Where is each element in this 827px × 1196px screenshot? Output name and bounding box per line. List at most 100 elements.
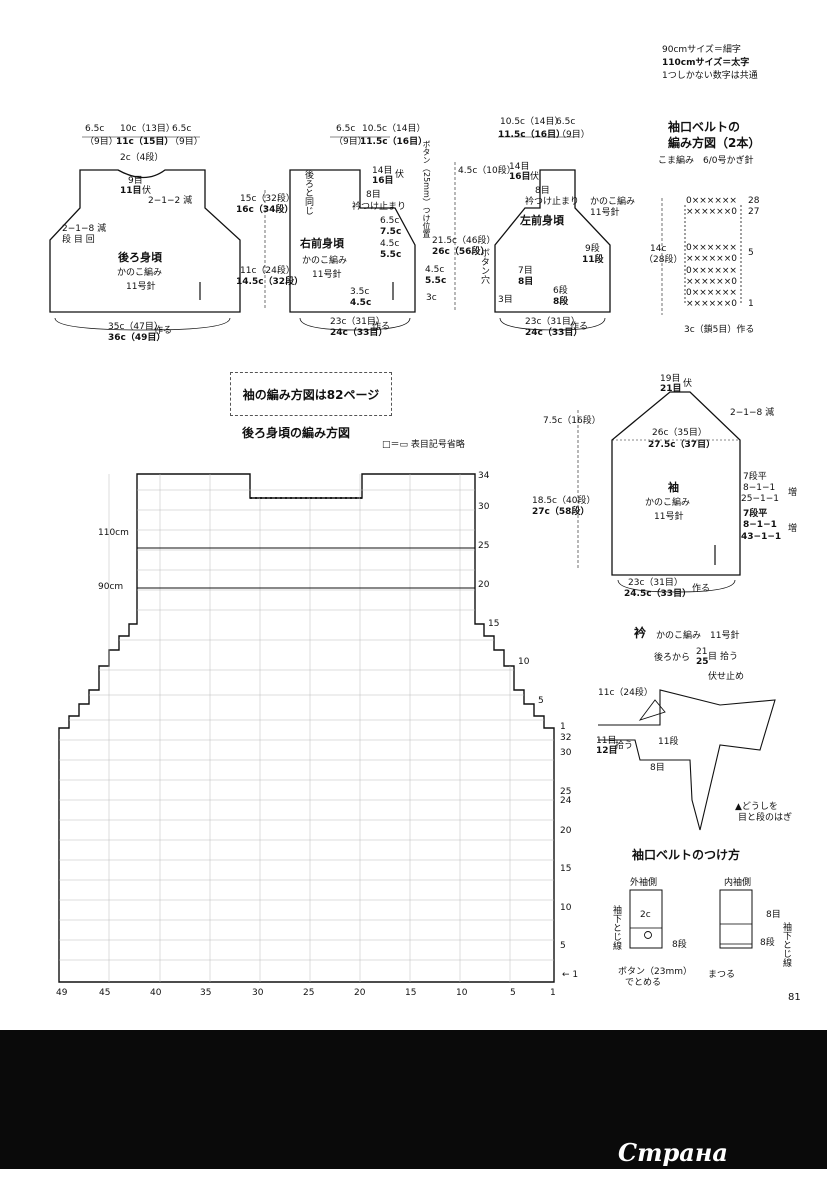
rf-needle: 11号針 [312, 270, 342, 280]
rf-shoulder-b: 16目 [372, 176, 394, 186]
lf-sts3: 3目 [498, 295, 513, 305]
row-arrow-1: ← 1 [562, 970, 579, 980]
back-top-right: 6.5c [172, 124, 192, 134]
back-stitch: かのこ編み [117, 268, 163, 278]
back-dec-arm: 2−1−8 減 [62, 224, 107, 234]
collar-note-1: ▲どうしを [735, 802, 778, 812]
col-label-45: 45 [99, 988, 111, 998]
collar-side-word: 拾う [615, 741, 634, 751]
cuff-row-8: ××××××0 [686, 299, 737, 309]
cuff-row-7: 0×××××× [686, 288, 737, 298]
cuff-row-2: ××××××0 [686, 207, 737, 217]
rf-d4: 3.5c [350, 287, 370, 297]
main-chart-title: 後ろ身頃の編み方図 [242, 426, 351, 440]
col-label-5: 5 [510, 988, 516, 998]
lf-rows11: 11段 [582, 255, 604, 265]
rf-d3: 4.5c [425, 265, 445, 275]
main-chart-legend: □＝▭ 表目記号省略 [382, 440, 465, 450]
back-make: 作る [154, 326, 173, 336]
collar-pick: 後ろから [654, 653, 691, 663]
sleeve-bind: 伏 [683, 379, 693, 389]
collar-bind: 伏せ止め [708, 672, 745, 682]
cuff-inner: 内袖側 [724, 878, 752, 888]
col-label-30: 30 [252, 988, 264, 998]
back-neck-sts: 9目 [128, 176, 143, 186]
watermark-logo: Страна Мам.ру [618, 1138, 728, 1196]
lf-bind: 伏 [530, 172, 540, 182]
collar-pick-n-b: 25 [696, 657, 709, 667]
back-neck-rows: 2c（4段） [120, 153, 164, 163]
rf-bottom: 23c（31目） [330, 317, 385, 327]
legend-line-90: 90cmサイズ＝細字 [662, 45, 741, 55]
sleeve-bottom-b: 24.5c（33目） [624, 589, 692, 599]
cuff-attach-title: 袖口ベルトのつけ方 [632, 848, 741, 862]
cuff-method: こま編み 6/0号かぎ針 [658, 156, 754, 166]
rf-back-same: 後ろと同じ [303, 170, 313, 215]
back-h-body-b: 14.5c（32段） [236, 277, 304, 287]
sleeve-top-b: 21目 [660, 384, 682, 394]
back-top2-right: （9目） [170, 137, 203, 147]
cuff-sew: まつる [708, 970, 736, 980]
row-label-34: 34 [478, 471, 490, 481]
col-label-25: 25 [303, 988, 315, 998]
row-label-1a: 1 [560, 722, 566, 732]
sleeve-bottom: 23c（31目） [628, 578, 683, 588]
lf-rows9: 9段 [585, 244, 600, 254]
rf-make: 作る [372, 322, 391, 332]
sleeve-h-body: 18.5c（40段） [532, 496, 596, 506]
size-90-marker: 90cm [98, 582, 124, 592]
cuff-row-6: ××××××0 [686, 277, 737, 287]
collar-note-2: 目と段のはぎ [738, 813, 793, 823]
cuff-base: 3c（鎖5目）作る [684, 325, 755, 335]
legend-line-common: 1つしかない数字は共通 [662, 71, 758, 81]
cuff-8-rows: 8段 [672, 940, 687, 950]
rf-d4b: 4.5c [350, 298, 372, 308]
row-label-30a: 30 [478, 502, 490, 512]
cuff-edge-inner: 袖下とじ線 [781, 922, 791, 967]
row-label-20a: 20 [478, 580, 490, 590]
row-label-5b: 5 [560, 941, 566, 951]
pattern-page: 90cmサイズ＝細字 110cmサイズ＝太字 1つしかない数字は共通 [49, 44, 801, 1003]
lf-bottom-b: 24c（33目） [525, 328, 583, 338]
collar-pick-word: 拾う [720, 652, 739, 662]
sleeve-stitch: かのこ編み [645, 498, 691, 508]
cuff-height-rows: （28段） [644, 255, 683, 265]
size-110-marker: 110cm [98, 528, 129, 538]
rf-bind: 伏 [395, 170, 405, 180]
collar-rows11: 11段 [658, 737, 679, 747]
back-top-left: 6.5c [85, 124, 105, 134]
cuff-height: 14c [650, 244, 667, 254]
row-label-10b: 10 [560, 903, 572, 913]
diagram-lines [49, 136, 776, 983]
cuff-row-label-5: 5 [748, 248, 754, 258]
collar-height: 11c（24段） [598, 688, 653, 698]
collar-sts8: 8目 [650, 763, 665, 773]
sleeve-inc-1: 7段平 [743, 472, 767, 482]
left-front-outline [494, 169, 611, 313]
back-top2-left: （9目） [85, 137, 118, 147]
rf-top-left: 6.5c [336, 124, 356, 134]
sleeve-inc-5: 8−1−1 [743, 520, 777, 530]
rf-top-right: 10.5c（14目） [362, 124, 426, 134]
size-legend: 90cmサイズ＝細字 110cmサイズ＝太字 1つしかない数字は共通 [662, 44, 758, 83]
row-label-15b: 15 [560, 864, 572, 874]
lf-neck-sts: 8目 [535, 186, 550, 196]
cuff-row-label-28: 28 [748, 196, 760, 206]
cuff-row-label-27: 27 [748, 207, 760, 217]
rf-button-pos: ボタン（25mm）つけ位置 [422, 140, 431, 238]
cuff-2c: 2c [640, 910, 651, 920]
cuff-button-2: でとめる [625, 978, 662, 988]
lf-shoulder-b: 16目 [509, 172, 531, 182]
page-number: 81 [788, 992, 801, 1003]
sleeve-h-cap: 7.5c（16段） [543, 416, 601, 426]
back-neck-bind: 伏 [142, 186, 152, 196]
back-h-body: 11c（24段） [240, 266, 295, 276]
rf-height: 21.5c（46段） [432, 236, 496, 246]
lf-top2-right: （9目） [557, 130, 590, 140]
row-label-25a: 25 [478, 541, 490, 551]
cuff-8-sts: 8目 [766, 910, 781, 920]
lf-name: 左前身頃 [520, 214, 564, 227]
sleeve-h-body-b: 27c（58段） [532, 507, 590, 517]
sleeve-inc-word-1: 増 [788, 488, 798, 498]
cuff-outer: 外袖側 [630, 878, 658, 888]
